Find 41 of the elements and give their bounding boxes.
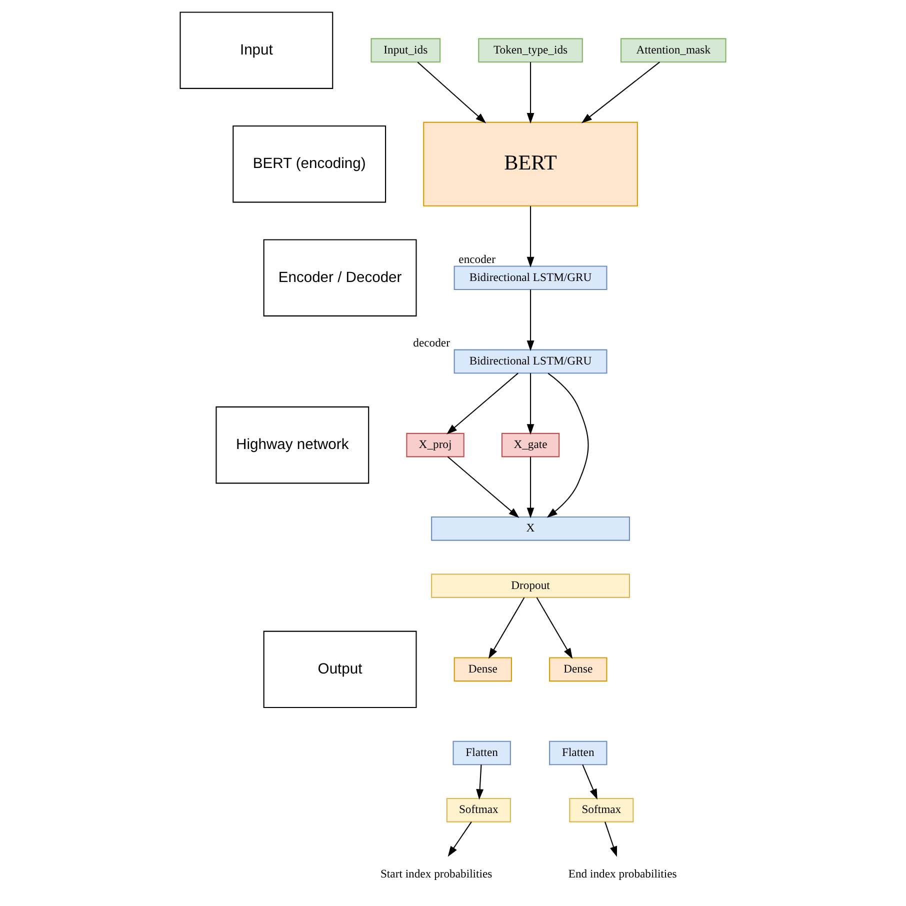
- node-box: Dense: [454, 657, 512, 682]
- node-label: encoder: [458, 252, 496, 266]
- arrow: [447, 456, 520, 518]
- arrow: [536, 597, 573, 659]
- node-box: Bidirectional LSTM/GRU: [454, 266, 608, 290]
- node-box: Encoder / Decoder: [263, 239, 417, 316]
- node-box: Input: [180, 12, 334, 89]
- arrow: [582, 764, 598, 800]
- node-box: Softmax: [569, 798, 634, 822]
- arrow: [526, 206, 534, 268]
- arrow: [581, 62, 660, 124]
- node-box: X_gate: [501, 432, 560, 458]
- arrow: [488, 597, 525, 659]
- arrow: [446, 372, 518, 434]
- node-box: Token_type_ids: [478, 38, 583, 62]
- node-box: Highway network: [216, 406, 370, 484]
- node-box: Output: [263, 630, 417, 708]
- arrow: [448, 822, 472, 857]
- arrow: [526, 290, 534, 352]
- arrow: [526, 456, 534, 518]
- node-box: Dense: [549, 657, 608, 682]
- arrow: [526, 373, 534, 435]
- arrow: [417, 62, 486, 124]
- node-box: Attention_mask: [620, 38, 726, 62]
- arrow: [526, 62, 534, 124]
- node-box: BERT: [423, 122, 638, 206]
- arrow: [546, 372, 589, 518]
- arrow: [604, 822, 618, 857]
- node-box: Bidirectional LSTM/GRU: [454, 349, 608, 374]
- node-text: End index probabilities: [568, 868, 677, 881]
- node-text: Start index probabilities: [380, 868, 492, 881]
- node-box: BERT (encoding): [232, 125, 386, 203]
- node-box: Flatten: [452, 740, 511, 766]
- node-box: X_proj: [406, 432, 464, 458]
- node-box: Input_ids: [370, 38, 441, 62]
- node-box: Dropout: [431, 574, 630, 598]
- node-box: X: [431, 516, 630, 541]
- arrow: [476, 764, 484, 800]
- node-box: Flatten: [549, 740, 608, 766]
- node-box: Softmax: [446, 798, 511, 822]
- node-label: decoder: [413, 336, 450, 350]
